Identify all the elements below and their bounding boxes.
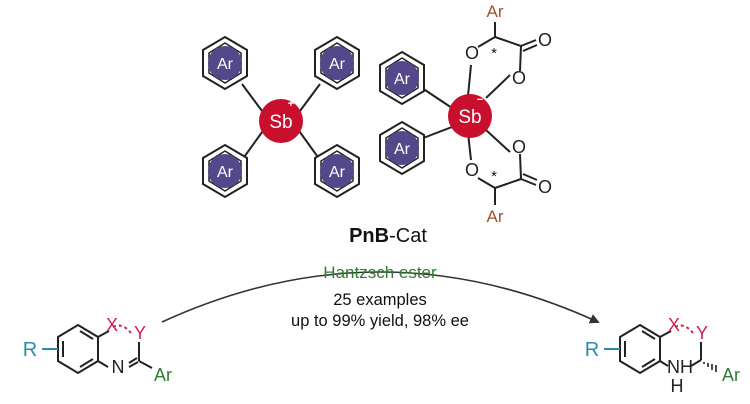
- aryl-label: Ar: [394, 71, 411, 88]
- substrate-x-atom: X: [106, 315, 118, 335]
- product-h-atom: H: [671, 376, 684, 396]
- yield-label: up to 99% yield, 98% ee: [291, 312, 469, 330]
- substrate-ar-group: Ar: [154, 365, 172, 385]
- aryl-group-bottom-left: Ar: [202, 143, 248, 199]
- substrate-structure: [42, 323, 153, 375]
- carbonyl-oxygen: O: [538, 177, 552, 197]
- substrate-linker: [112, 324, 132, 334]
- scope-label: 25 examples: [333, 291, 427, 309]
- aryl-group-top-left: Ar: [202, 35, 248, 91]
- oxygen-atom: O: [512, 68, 526, 88]
- ar-substituent-bottom: Ar: [487, 207, 504, 226]
- catalyst-name-suffix: -Cat: [389, 225, 427, 247]
- reaction-arrow: [161, 271, 600, 324]
- aryl-label: Ar: [329, 56, 346, 73]
- product-y-atom: Y: [696, 323, 708, 343]
- sb-label: Sb: [269, 112, 292, 133]
- substrate-y-atom: Y: [134, 323, 146, 343]
- positive-charge: +: [288, 98, 294, 110]
- antimonate-anion-bonds: [417, 22, 538, 205]
- oxygen-atom: O: [465, 43, 479, 63]
- aryl-group-anion-lower: Ar: [379, 120, 425, 176]
- product-linker: [674, 324, 694, 334]
- ar-substituent-top: Ar: [487, 2, 504, 21]
- catalyst-name-bold: PnB: [349, 225, 389, 247]
- aryl-label: Ar: [217, 164, 234, 181]
- reagent-label: Hantzsch ester: [323, 263, 437, 282]
- aryl-group-anion-upper: Ar: [379, 50, 425, 106]
- oxygen-atom: O: [465, 160, 479, 180]
- substrate-r-group: R: [23, 339, 37, 361]
- product-structure: [604, 323, 702, 375]
- product-nh-group: NH: [667, 357, 693, 377]
- stibonium-cation: [241, 83, 321, 161]
- antimony-anion-atom: Sb −: [448, 94, 492, 138]
- aryl-label: Ar: [394, 141, 411, 158]
- carbonyl-oxygen: O: [538, 30, 552, 50]
- aryl-group-bottom-right: Ar: [314, 143, 360, 199]
- sb-label: Sb: [458, 107, 481, 128]
- product-r-group: R: [585, 339, 599, 361]
- aryl-label: Ar: [329, 164, 346, 181]
- aryl-label: Ar: [217, 56, 234, 73]
- substrate-n-atom: N: [112, 357, 125, 377]
- antimony-cation-atom: Sb +: [259, 98, 303, 143]
- negative-charge: −: [477, 94, 483, 106]
- stereo-hashed-bond: [703, 362, 717, 372]
- stereocenter-mark: *: [491, 45, 497, 62]
- oxygen-atom: O: [512, 137, 526, 157]
- product-ar-group: Ar: [722, 365, 740, 385]
- catalyst-name: PnB-Cat: [349, 225, 427, 247]
- product-x-atom: X: [668, 315, 680, 335]
- aryl-group-top-right: Ar: [314, 35, 360, 91]
- stereocenter-mark: *: [491, 168, 497, 185]
